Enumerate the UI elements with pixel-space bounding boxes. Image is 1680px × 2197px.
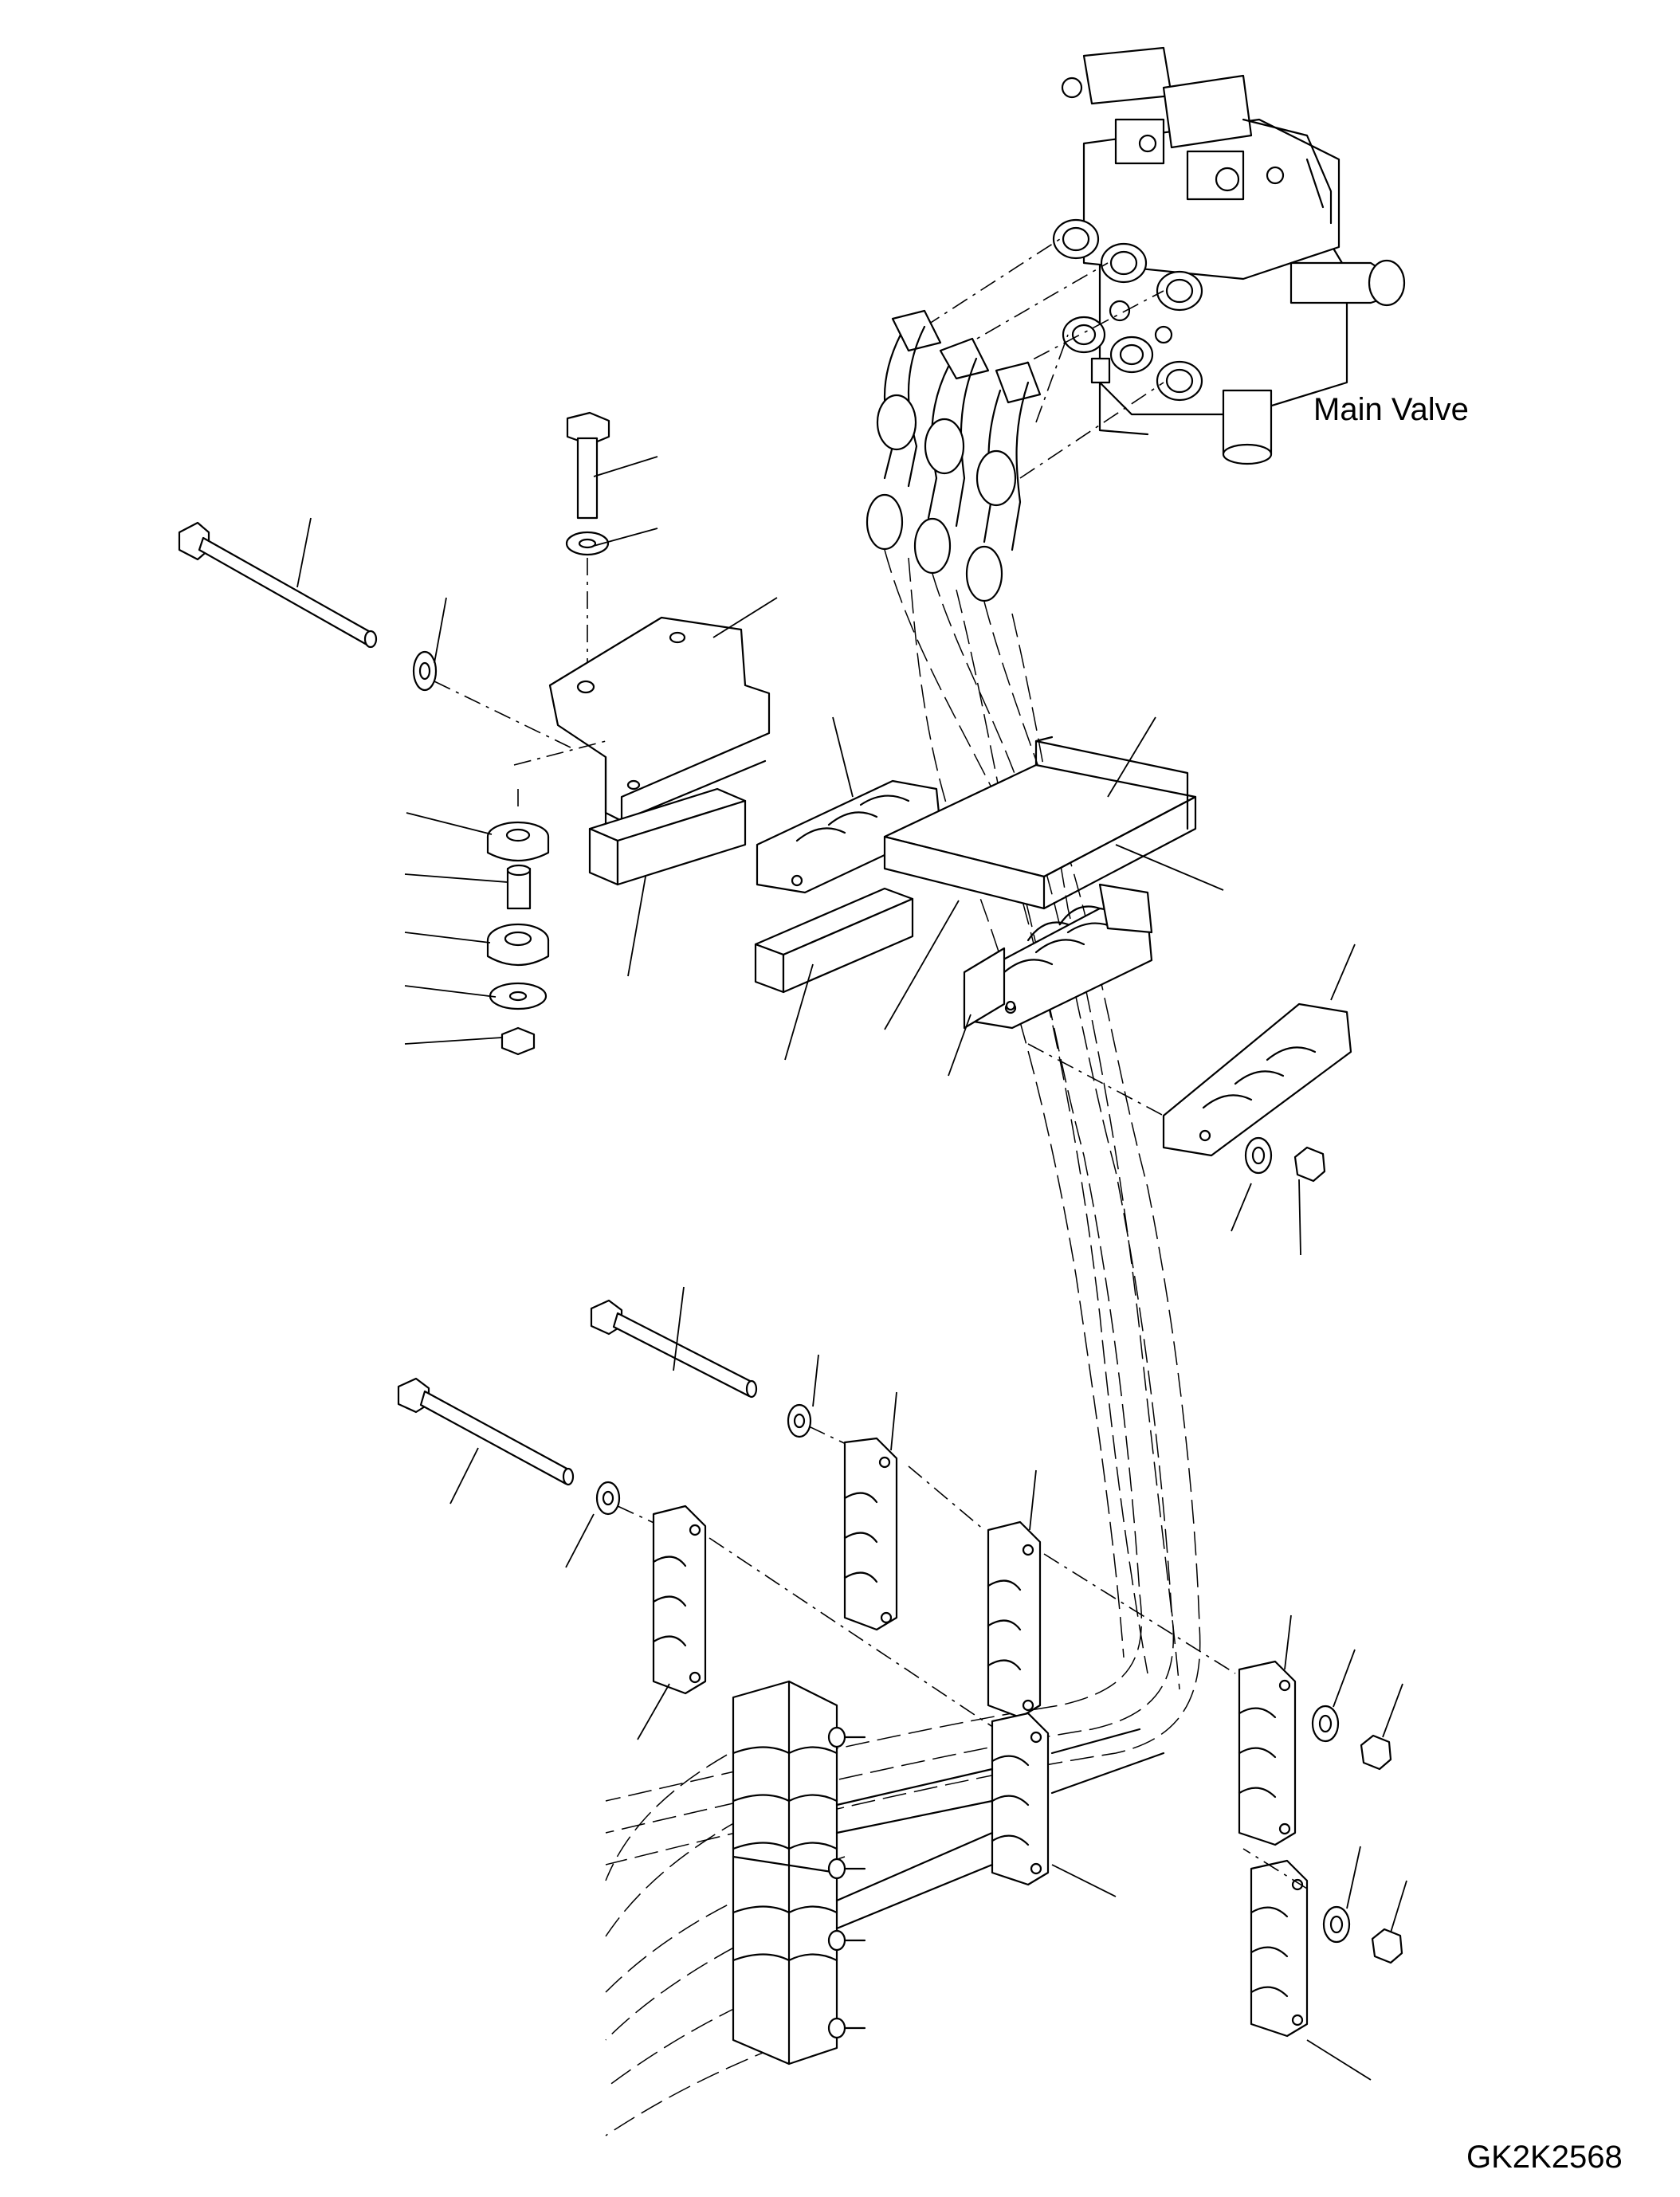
callout-leaders bbox=[296, 456, 1407, 2081]
drawing-code: GK2K2568 bbox=[1466, 2140, 1623, 2175]
clamp-stack-center bbox=[991, 1712, 1050, 1886]
square-frame bbox=[883, 736, 1197, 910]
washer-right-upper bbox=[1244, 1136, 1273, 1175]
hose-clamp-middle-pair bbox=[963, 883, 1153, 1030]
nut-stack bbox=[500, 1026, 536, 1056]
rubber-mount-lower bbox=[486, 923, 550, 967]
hoses bbox=[605, 238, 1201, 2136]
main-valve bbox=[1052, 46, 1406, 465]
spacer-bar-2 bbox=[754, 887, 914, 994]
nut-right-upper bbox=[1293, 1146, 1326, 1183]
main-valve-label: Main Valve bbox=[1313, 392, 1469, 427]
clamp-block-right-1 bbox=[1238, 1660, 1297, 1846]
hose-clamp-upper-a bbox=[756, 779, 942, 894]
clamp-block-lower-a bbox=[843, 1437, 898, 1631]
clamp-stack-lower bbox=[732, 1680, 866, 2066]
long-bolt-upper bbox=[178, 521, 378, 649]
small-washer-top bbox=[565, 531, 610, 556]
spacer-collar bbox=[506, 864, 532, 910]
rubber-mount-upper bbox=[486, 821, 550, 862]
washer-lower-2 bbox=[595, 1481, 621, 1516]
nut-right-lower-1 bbox=[1360, 1734, 1392, 1771]
vertical-bolt bbox=[566, 411, 610, 520]
spacer-bar-1 bbox=[588, 787, 747, 886]
washer-stack bbox=[489, 982, 548, 1010]
clamp-block-right-2 bbox=[1250, 1859, 1309, 2038]
washer-lower-1 bbox=[787, 1403, 812, 1438]
hose-clamp-right bbox=[1162, 1002, 1352, 1157]
washer-right-lower-1 bbox=[1311, 1705, 1340, 1743]
washer-upper bbox=[412, 650, 438, 692]
clamp-block-lower-c bbox=[652, 1505, 707, 1695]
long-bolt-lower-2 bbox=[397, 1377, 575, 1486]
washer-right-lower-2 bbox=[1322, 1905, 1351, 1944]
nut-right-lower-2 bbox=[1371, 1928, 1403, 1964]
long-bolt-lower-1 bbox=[590, 1299, 758, 1399]
clamp-block-lower-b bbox=[987, 1520, 1042, 1719]
